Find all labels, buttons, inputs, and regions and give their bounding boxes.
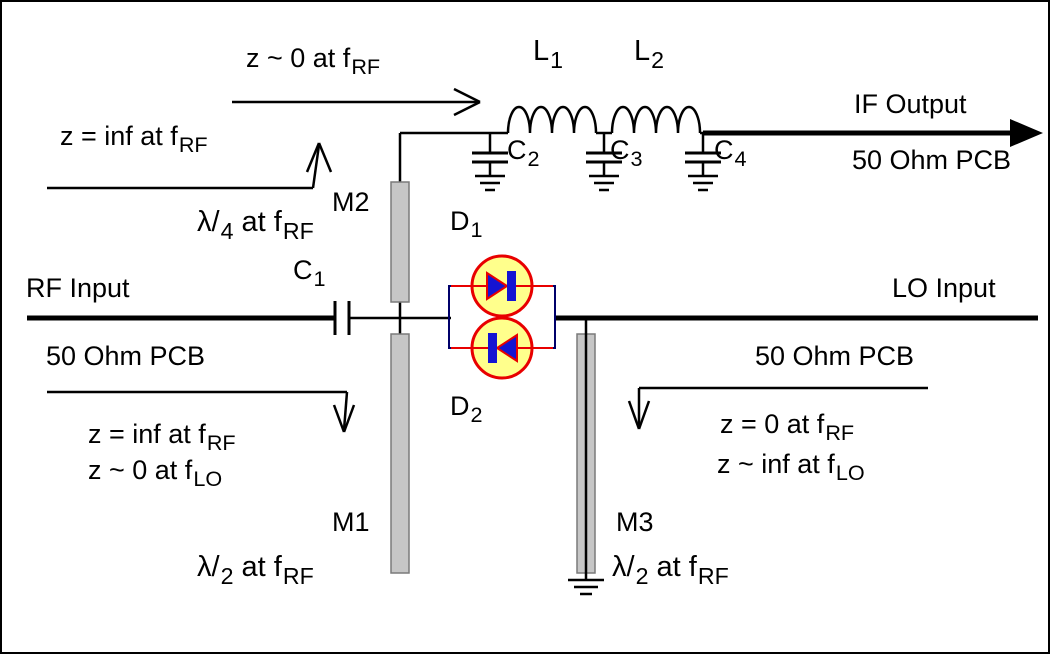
- if-output-label: IF Output: [854, 89, 967, 119]
- m1-impedance-arrow: [47, 390, 356, 433]
- annotation-m1-impedance-lo: z ~ 0 at fLO: [88, 455, 223, 492]
- lo-input-label: LO Input: [892, 273, 996, 303]
- inductor-l1-symbol: [506, 105, 598, 134]
- inductor-l2-symbol: [610, 105, 702, 134]
- m3-ground-symbol: [568, 318, 604, 596]
- if-output-impedance-label: 50 Ohm PCB: [852, 145, 1012, 175]
- inductor-l2-label: L2: [634, 35, 665, 73]
- diode-pair-network: [448, 254, 556, 380]
- inductor-l1-label: L1: [533, 35, 564, 73]
- capacitor-c1-label: C1: [293, 255, 326, 292]
- rf-input-impedance-label: 50 Ohm PCB: [46, 341, 206, 371]
- annotation-m3-length: λ/2 at fRF: [612, 551, 729, 589]
- lo-input-impedance-label: 50 Ohm PCB: [755, 341, 915, 371]
- capacitor-c2-label: C2: [507, 135, 540, 172]
- annotation-m2-top-impedance: z = inf at fRF: [60, 121, 208, 158]
- annotation-m3-impedance-rf: z = 0 at fRF: [720, 409, 855, 446]
- annotation-if-path-impedance: z ~ 0 at fRF: [246, 43, 381, 80]
- annotation-m3-impedance-lo: z ~ inf at fLO: [717, 449, 865, 486]
- diode-d2-label: D2: [450, 391, 483, 428]
- annotation-m1-impedance-rf: z = inf at fRF: [88, 419, 236, 456]
- capacitor-c3-label: C3: [610, 135, 643, 172]
- diode-d2-cathode-bar: [488, 333, 497, 363]
- capacitor-c4-symbol: [685, 133, 721, 192]
- microstrip-m2-label: M2: [332, 187, 370, 217]
- m2-impedance-arrow: [47, 142, 333, 190]
- m3-impedance-arrow: [627, 386, 928, 430]
- microstrip-m2: [390, 181, 410, 303]
- if-output-trace: [703, 119, 1043, 147]
- diode-d1-symbol: [486, 271, 509, 301]
- diode-d2-symbol: [495, 333, 518, 363]
- capacitor-c1-symbol: [333, 301, 451, 335]
- if-path-arrow: [232, 87, 481, 117]
- annotation-m1-length: λ/2 at fRF: [197, 551, 314, 589]
- rf-input-label: RF Input: [26, 273, 130, 303]
- capacitor-c4-label: C4: [714, 135, 747, 172]
- microstrip-m1-label: M1: [332, 507, 370, 537]
- diode-d1-cathode-bar: [507, 271, 516, 301]
- diode-d1-label: D1: [450, 206, 483, 243]
- microstrip-m1: [390, 333, 410, 574]
- capacitor-c2-symbol: [472, 133, 508, 192]
- capacitor-c3-symbol: [586, 133, 622, 192]
- microstrip-m3-label: M3: [616, 507, 654, 537]
- annotation-m2-length: λ/4 at fRF: [197, 206, 314, 244]
